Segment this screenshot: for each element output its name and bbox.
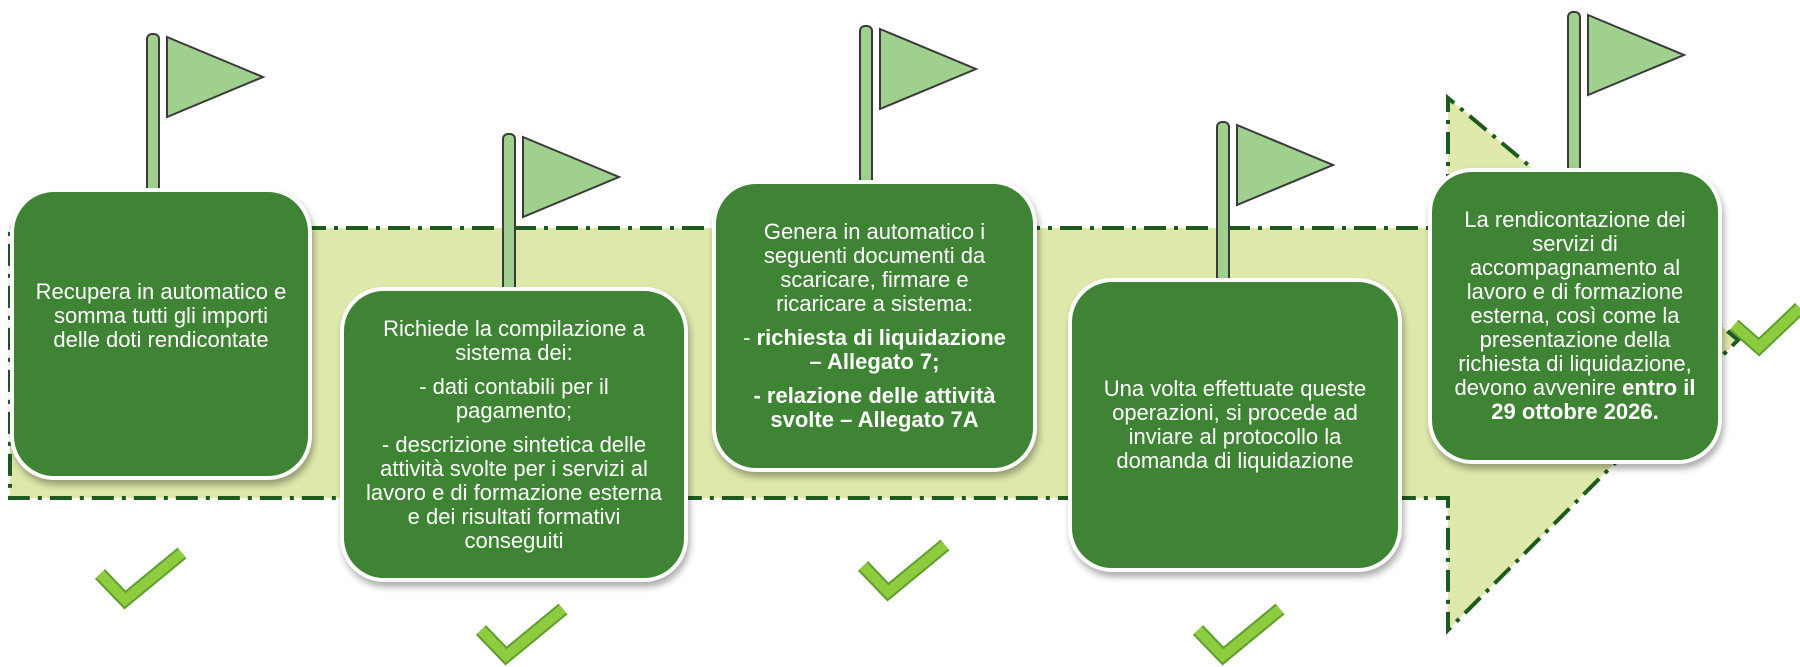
flag-icon bbox=[502, 133, 622, 297]
deadline-date: entro il 29 ottobre 2026. bbox=[1491, 375, 1696, 424]
step-paragraph-document-7: - richiesta di liquidazione – Allegato 7… bbox=[734, 326, 1015, 374]
checkmark-icon bbox=[1192, 603, 1285, 666]
checkmark-icon bbox=[1729, 302, 1800, 357]
checkmark-icon bbox=[857, 539, 950, 602]
step-text-4: Una volta effettuate queste operazioni, … bbox=[1090, 377, 1380, 473]
checkmark-icon bbox=[475, 603, 568, 666]
step-text-2: Richiede la compilazione a sistema dei: … bbox=[362, 315, 666, 553]
step-paragraph: - descrizione sintetica delle attività s… bbox=[366, 431, 662, 553]
checkmark-icon bbox=[94, 547, 187, 610]
document-allegato-7a: - relazione delle attività svolte – Alle… bbox=[753, 383, 996, 432]
list-dash: - bbox=[743, 325, 757, 350]
flag-icon bbox=[1216, 121, 1336, 285]
step-box-1: Recupera in automatico e somma tutti gli… bbox=[10, 188, 312, 480]
step-paragraph-document-7a: - relazione delle attività svolte – Alle… bbox=[734, 384, 1015, 432]
document-allegato-7: richiesta di liquidazione – Allegato 7; bbox=[756, 325, 1006, 374]
step-text-5: La rendicontazione dei servizi di accomp… bbox=[1448, 208, 1702, 424]
step-text-1: Recupera in automatico e somma tutti gli… bbox=[32, 280, 290, 352]
step-paragraph: Richiede la compilazione a sistema dei: bbox=[383, 315, 645, 365]
flag-icon bbox=[146, 33, 266, 197]
step-paragraph: - dati contabili per il pagamento; bbox=[419, 373, 609, 423]
step-paragraph: Recupera in automatico e somma tutti gli… bbox=[35, 279, 287, 352]
step-paragraph: Una volta effettuate queste operazioni, … bbox=[1103, 376, 1367, 473]
step-paragraph: Genera in automatico i seguenti document… bbox=[763, 219, 986, 316]
flag-icon bbox=[859, 25, 979, 189]
step-box-2: Richiede la compilazione a sistema dei: … bbox=[340, 287, 688, 582]
step-box-5: La rendicontazione dei servizi di accomp… bbox=[1428, 168, 1722, 464]
flag-icon bbox=[1567, 11, 1687, 175]
step-box-4: Una volta effettuate queste operazioni, … bbox=[1068, 278, 1402, 572]
step-box-3: Genera in automatico i seguenti document… bbox=[712, 180, 1037, 472]
step-paragraph-deadline: La rendicontazione dei servizi di accomp… bbox=[1448, 208, 1702, 424]
step-text-3: Genera in automatico i seguenti document… bbox=[734, 220, 1015, 432]
deadline-text: La rendicontazione dei servizi di accomp… bbox=[1454, 207, 1692, 400]
